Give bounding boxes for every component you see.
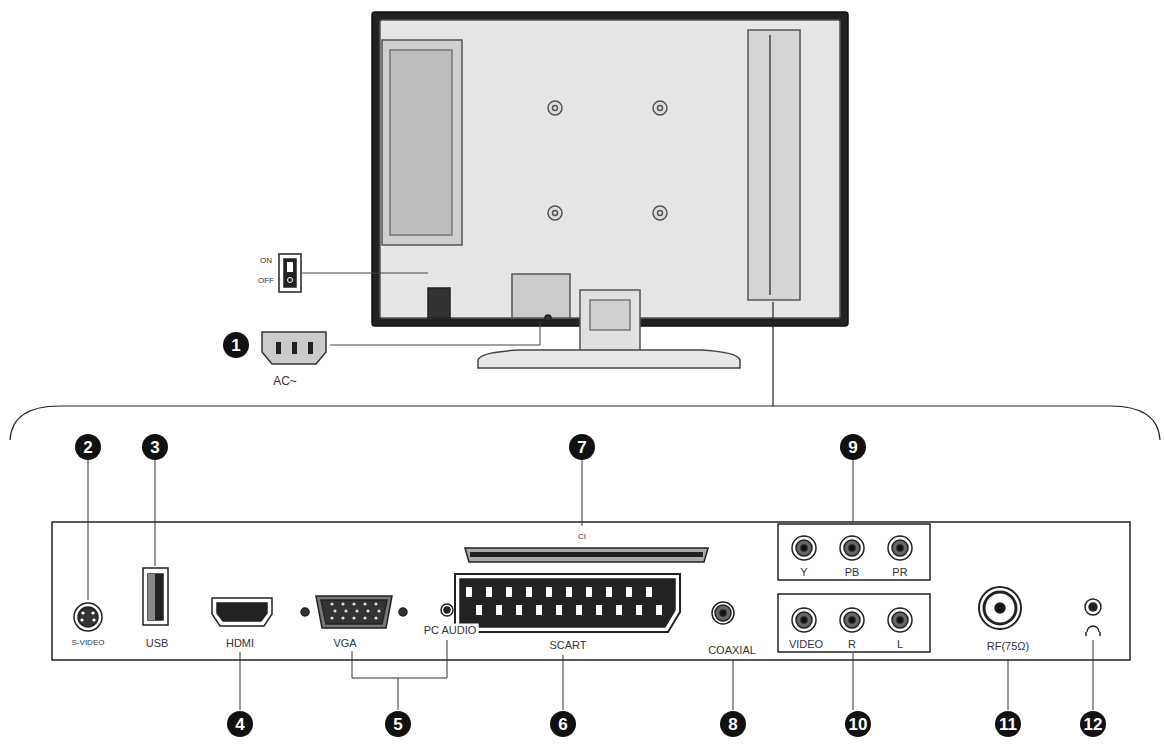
- av-group: [778, 594, 930, 652]
- port-label: CI: [576, 532, 588, 542]
- leader-lines: [88, 460, 1093, 710]
- callout-number: 9: [840, 434, 866, 460]
- callout-number: 5: [385, 711, 411, 737]
- port-label: USB: [144, 637, 171, 650]
- headphone-jack: [1085, 599, 1101, 636]
- rca-jacks: [792, 536, 912, 632]
- port-label: OFF: [256, 276, 276, 286]
- callout-number: 11: [995, 711, 1021, 737]
- port-label: PB: [843, 566, 862, 579]
- callout-number: 3: [142, 434, 168, 460]
- ac-socket-icon: [262, 322, 540, 364]
- component-group: [778, 524, 930, 580]
- coaxial-jack: [712, 602, 734, 624]
- power-switch-icon: [279, 254, 428, 292]
- ci-slot: [465, 548, 708, 562]
- rf-port: [979, 587, 1021, 629]
- port-label: RF(75Ω): [985, 640, 1031, 653]
- vga-port: [301, 596, 407, 628]
- usb-port: [143, 568, 168, 625]
- callout-number: 1: [223, 332, 249, 358]
- port-label: PR: [890, 566, 909, 579]
- hdmi-port: [212, 598, 272, 626]
- port-label: S-VIDEO: [70, 638, 107, 648]
- pc-audio-jack: [441, 604, 453, 616]
- callout-number: 4: [227, 711, 253, 737]
- callout-number: 10: [845, 711, 871, 737]
- port-label: VIDEO: [787, 638, 825, 651]
- tv-back: [372, 12, 848, 368]
- panel-bracket: [10, 302, 1160, 440]
- callout-number: 2: [75, 434, 101, 460]
- power-label: AC~: [271, 374, 299, 388]
- callout-number: 8: [720, 711, 746, 737]
- port-label: PC AUDIO: [422, 624, 479, 637]
- scart-port: [455, 574, 680, 632]
- callout-number: 7: [569, 434, 595, 460]
- port-label: VGA: [331, 637, 358, 650]
- s-video-port: [74, 603, 102, 631]
- port-label: L: [895, 638, 905, 651]
- port-label: HDMI: [224, 637, 256, 650]
- callout-number: 12: [1080, 711, 1106, 737]
- port-label: COAXIAL: [706, 644, 758, 657]
- port-label: ON: [258, 256, 274, 266]
- port-label: R: [846, 638, 858, 651]
- port-label: SCART: [547, 639, 588, 652]
- connector-panel: [52, 522, 1130, 660]
- port-label: Y: [798, 566, 809, 579]
- callout-number: 6: [550, 711, 576, 737]
